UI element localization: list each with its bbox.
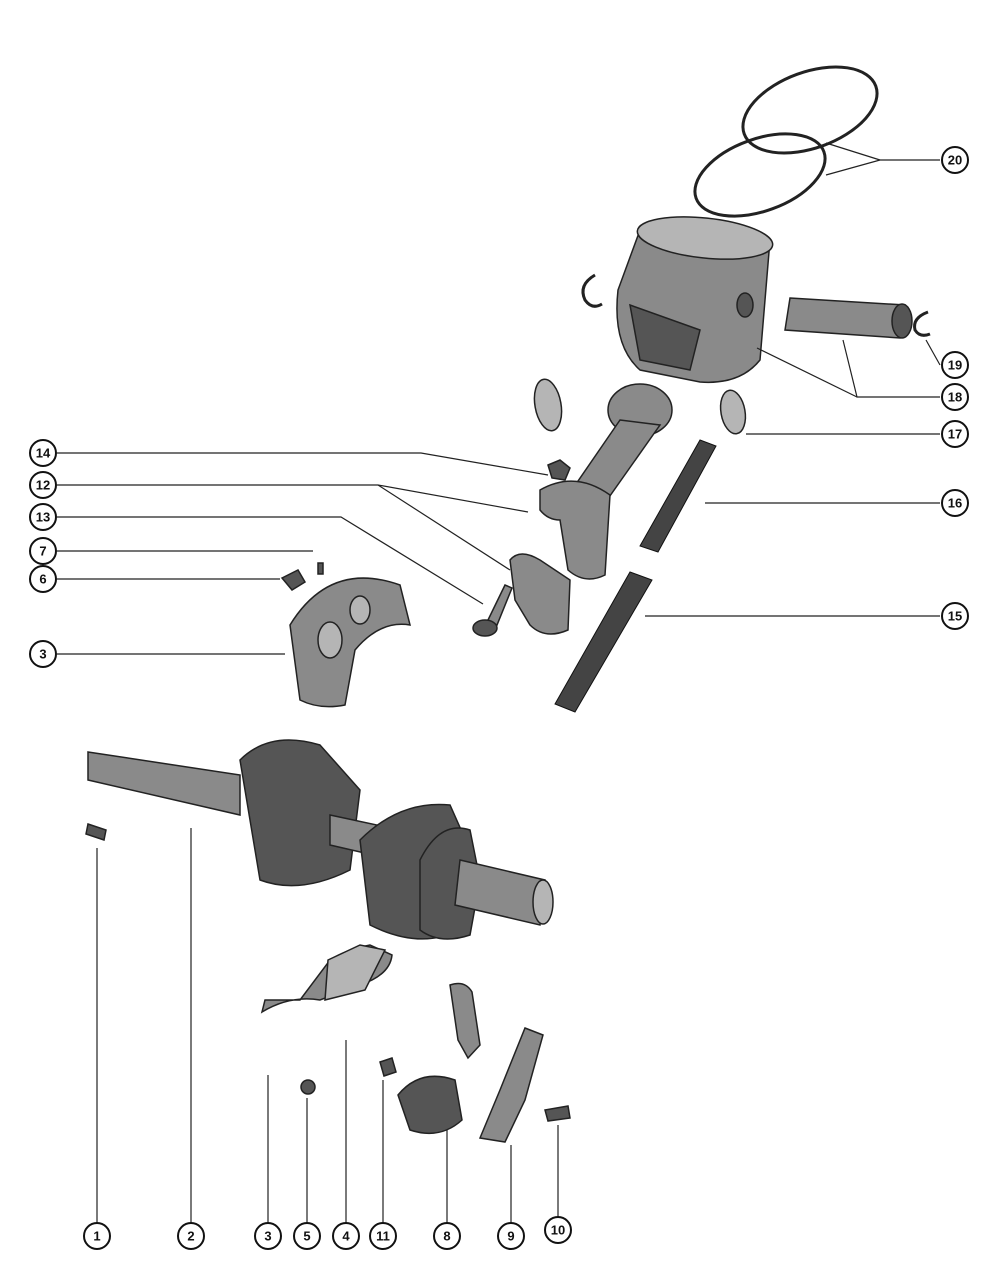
callout-18: 18: [941, 383, 969, 411]
svg-text:7: 7: [39, 544, 46, 559]
wrist-pin: [784, 297, 913, 339]
callout-14: 14: [29, 439, 57, 467]
bearing-half: [397, 982, 481, 1135]
svg-text:15: 15: [948, 609, 962, 624]
needle-bearing-strip-upper: [639, 439, 717, 553]
svg-text:6: 6: [39, 572, 46, 587]
svg-text:17: 17: [948, 427, 962, 442]
connecting-rod: [539, 383, 673, 580]
svg-text:16: 16: [948, 496, 962, 511]
callout-16: 16: [941, 489, 969, 517]
callout-17: 17: [941, 420, 969, 448]
svg-text:4: 4: [342, 1229, 350, 1244]
callout-5: 5: [293, 1222, 321, 1250]
svg-text:14: 14: [36, 446, 51, 461]
callouts: 1 2 3 5 4 11 8 9: [29, 146, 969, 1250]
svg-text:13: 13: [36, 510, 50, 525]
svg-text:3: 3: [39, 647, 46, 662]
main-bearing-cage-upper: [289, 577, 412, 708]
rod-cap: [509, 553, 571, 635]
woodruff-key: [85, 823, 107, 841]
svg-text:11: 11: [376, 1229, 390, 1244]
callout-11: 11: [369, 1222, 397, 1250]
rod-bolt: [472, 584, 513, 637]
piston-pin-retainers: [581, 273, 931, 337]
callout-12: 12: [29, 471, 57, 499]
svg-text:19: 19: [948, 358, 962, 373]
leader-lines: [57, 142, 941, 1223]
svg-text:8: 8: [443, 1229, 450, 1244]
svg-text:5: 5: [303, 1229, 310, 1244]
thrust-washers: [533, 378, 747, 435]
locating-dowel: [379, 1057, 397, 1077]
svg-text:2: 2: [187, 1229, 194, 1244]
callout-3-upper: 3: [29, 640, 57, 668]
callout-3-lower: 3: [254, 1222, 282, 1250]
callout-13: 13: [29, 503, 57, 531]
retainer-clip: [280, 569, 307, 591]
svg-text:10: 10: [551, 1223, 565, 1238]
callout-2: 2: [177, 1222, 205, 1250]
callout-4: 4: [332, 1222, 360, 1250]
callout-1: 1: [83, 1222, 111, 1250]
crankshaft: [87, 739, 554, 940]
callout-6: 6: [29, 565, 57, 593]
callout-8: 8: [433, 1222, 461, 1250]
dowel-pin: [317, 562, 324, 575]
needle-bearing-strip-lower: [554, 571, 653, 713]
svg-text:3: 3: [264, 1229, 271, 1244]
piston: [616, 216, 774, 384]
svg-text:1: 1: [93, 1229, 100, 1244]
callout-10: 10: [544, 1216, 572, 1244]
callout-19: 19: [941, 351, 969, 379]
retainer-screw: [544, 1105, 571, 1122]
svg-text:9: 9: [507, 1229, 514, 1244]
svg-text:12: 12: [36, 478, 50, 493]
callout-7: 7: [29, 537, 57, 565]
svg-text:20: 20: [948, 153, 962, 168]
callout-9: 9: [497, 1222, 525, 1250]
screw: [300, 1079, 316, 1095]
retainer-plate: [478, 1027, 544, 1143]
callout-15: 15: [941, 602, 969, 630]
rod-nut: [547, 459, 571, 481]
callout-20: 20: [941, 146, 969, 174]
main-bearing-cage-lower: [260, 944, 393, 1014]
piston-rings: [693, 65, 879, 218]
svg-text:18: 18: [948, 390, 962, 405]
